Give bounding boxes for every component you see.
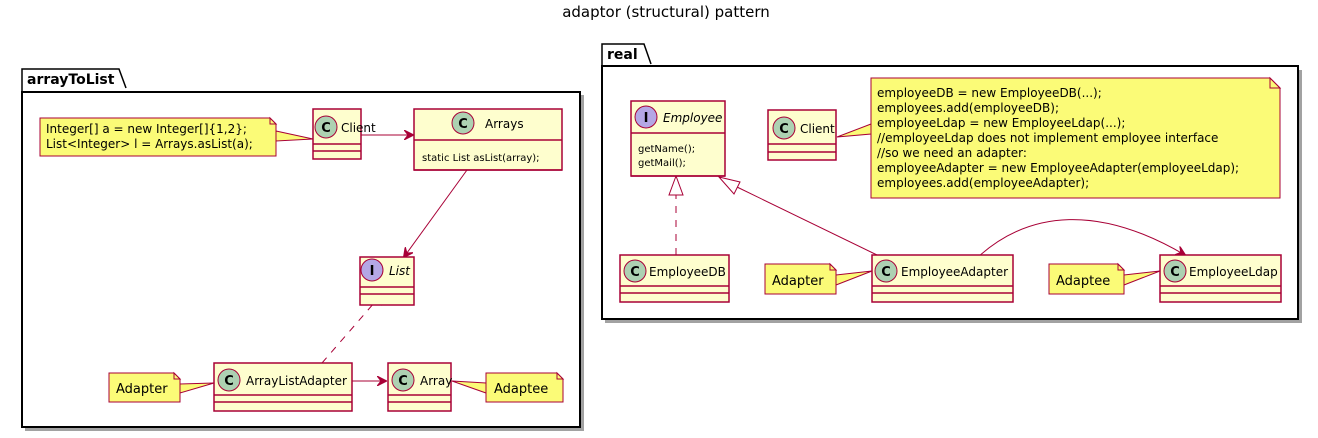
class-name: Array [420,374,452,388]
note-adapter-arraytolist: Adapter [108,371,215,403]
class-name: EmployeeAdapter [901,265,1008,279]
note-line: Integer[] a = new Integer[]{1,2}; [46,122,247,136]
interface-list[interactable]: I List [359,256,415,306]
svg-text:C: C [224,374,234,389]
note-line: //employeeLdap does not implement employ… [877,131,1218,145]
class-icon [1163,259,1187,283]
note-text: Adapter [116,382,168,397]
svg-text:I: I [644,111,649,126]
svg-text:C: C [630,265,640,280]
note-line: employeeDB = new EmployeeDB(...); [877,86,1102,100]
note-adapter-real: Adapter [764,262,873,295]
class-name: ArrayListAdapter [246,374,347,388]
rel-arraylistadapter-list [321,294,382,364]
class-client-arraytolist[interactable]: C Client [312,108,376,160]
class-icon [217,368,241,392]
realization-arrow [668,174,684,196]
note-line: employees.add(employeeDB); [877,101,1059,115]
note-client-code: Integer[] a = new Integer[]{1,2}; List<I… [39,116,314,157]
note-adaptee-real: Adaptee [1048,262,1161,295]
note-adaptee-arraytolist: Adaptee [451,371,565,403]
class-icon [874,259,898,283]
class-array[interactable]: C Array [387,362,452,412]
class-icon [623,259,647,283]
svg-text:C: C [881,265,891,280]
rel-arrays-list [404,169,468,257]
rel-employeeadapter-employee [736,186,878,256]
class-name: EmployeeLdap [1189,265,1278,279]
interface-method: getMail(); [638,158,686,169]
svg-text:C: C [458,117,468,132]
note-line: employeeLdap = new EmployeeLdap(...); [877,116,1125,130]
class-icon [772,116,796,140]
class-arraylistadapter[interactable]: C ArrayListAdapter [213,362,353,412]
class-icon [391,368,415,392]
svg-text:C: C [398,374,408,389]
class-icon [451,111,475,135]
note-line: employees.add(employeeAdapter); [877,176,1089,190]
package-title-arrayToList: arrayToList [27,72,115,88]
note-text: Adaptee [494,382,548,397]
rel-employeeadapter-employeeldap [977,219,1185,258]
class-client-real[interactable]: C Client [767,109,837,161]
interface-method: getName(); [638,144,695,155]
svg-text:I: I [370,264,375,279]
class-employeeldap[interactable]: C EmployeeLdap [1159,254,1282,303]
svg-text:C: C [779,122,789,137]
note-client-code-real: employeeDB = new EmployeeDB(...); employ… [836,76,1282,199]
package-title-real: real [607,47,638,63]
diagram-title: adaptor (structural) pattern [562,3,770,21]
note-line: employeeAdapter = new EmployeeAdapter(em… [877,161,1239,175]
class-name: EmployeeDB [649,265,726,279]
svg-text:C: C [1170,265,1180,280]
class-employeedb[interactable]: C EmployeeDB [619,254,730,303]
class-method: static List asList(array); [422,153,540,164]
interface-icon [634,105,658,129]
class-name: Arrays [485,117,524,131]
class-arrays[interactable]: C Arrays static List asList(array); [413,108,563,171]
interface-name: List [389,264,411,278]
generalization-arrow [717,176,741,195]
note-text: Adaptee [1056,274,1110,289]
class-employeeadapter[interactable]: C EmployeeAdapter [871,254,1014,303]
note-line: List<Integer> l = Arrays.asList(a); [46,137,253,151]
note-line: //so we need an adapter: [877,146,1027,160]
note-text: Adapter [772,274,824,289]
interface-employee[interactable]: I Employee getName(); getMail(); [630,100,726,177]
class-icon [314,115,338,139]
interface-icon [360,258,384,282]
interface-name: Employee [663,111,722,125]
class-name: Client [341,121,376,135]
svg-text:C: C [321,121,331,136]
class-name: Client [800,122,835,136]
